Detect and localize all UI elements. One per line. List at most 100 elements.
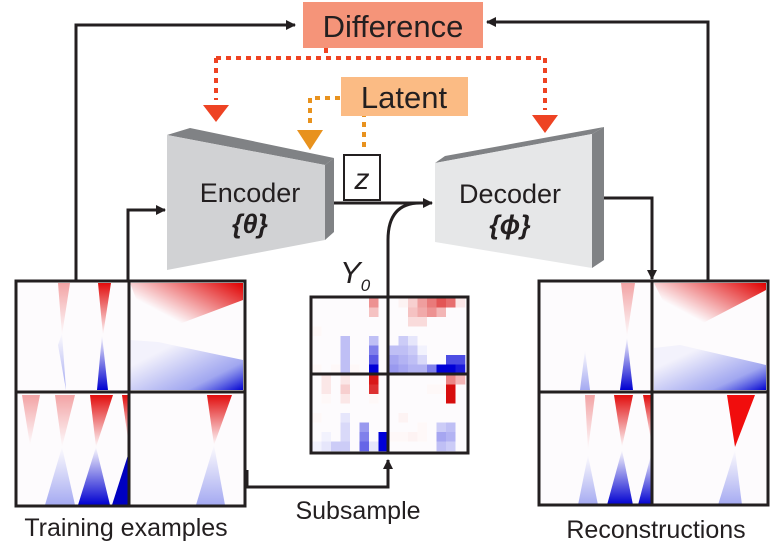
y0-cell [321, 298, 332, 308]
y0-cell [408, 441, 418, 452]
y0-cell [350, 441, 360, 452]
reconstruction-4 [718, 395, 755, 505]
y0-cell [331, 441, 341, 452]
y0-cell [378, 364, 389, 375]
y0-cell [369, 403, 379, 414]
y0-cell [369, 364, 379, 375]
y0-cell [350, 326, 360, 337]
y0-cell [369, 441, 379, 452]
y0-cell [378, 432, 389, 442]
z-box: z [343, 154, 381, 201]
reconstructions-panel: Reconstructions [537, 279, 770, 544]
y0-cell [331, 336, 341, 346]
y0-cell [427, 355, 437, 365]
y0-cell [340, 345, 351, 356]
subsample-label: Subsample [295, 497, 420, 525]
y0-cell [369, 326, 379, 337]
y0-cell [350, 336, 360, 346]
y0-cell [408, 403, 418, 414]
y0-cell [340, 336, 351, 346]
training-example-4 [196, 395, 232, 505]
y0-cell [408, 307, 418, 318]
y0-cell [321, 336, 332, 346]
y0-cell [378, 441, 389, 452]
y0-cell [427, 375, 437, 385]
reconstruction-2 [654, 283, 766, 390]
y0-cell [340, 375, 351, 385]
y0-cell [436, 298, 447, 308]
y0-cell [398, 345, 409, 356]
y0-cell [427, 326, 437, 337]
y0-cell [389, 336, 399, 346]
y0-cell [455, 326, 466, 337]
y0-cell [312, 441, 322, 452]
y0-cell [398, 422, 409, 433]
y0-cell [436, 375, 447, 385]
y0-cell [446, 375, 456, 385]
y0-cell [446, 413, 456, 423]
y0-cell [427, 384, 437, 395]
y0-cell [436, 307, 447, 318]
y0-cell [321, 403, 332, 414]
y0-cell [321, 317, 332, 327]
y0-cell [389, 422, 399, 433]
y0-cell [378, 384, 389, 395]
difference-box: Difference [303, 2, 483, 48]
y0-cell [408, 413, 418, 423]
y0-cell [398, 317, 409, 327]
y0-cell [436, 345, 447, 356]
y0-cell [389, 441, 399, 452]
latent-arrowhead [297, 130, 323, 150]
y0-cell [359, 441, 370, 452]
y0-cell [455, 375, 466, 385]
y0-cell [312, 422, 322, 433]
y0-cell [350, 364, 360, 375]
y0-cell [321, 326, 332, 337]
y0-cell [455, 432, 466, 442]
y0-cell [331, 345, 341, 356]
y0-cell [369, 394, 379, 404]
y0-cell [331, 384, 341, 395]
arrow-training-to-difference [74, 20, 296, 280]
y0-cell [455, 317, 466, 327]
difference-label: Difference [323, 9, 464, 44]
y0-cell [436, 355, 447, 365]
y0-cell [408, 394, 418, 404]
y0-cell [417, 384, 428, 395]
y0-cell [369, 336, 379, 346]
y0-cell [455, 345, 466, 356]
y0-cell [417, 317, 428, 327]
y0-cell [321, 307, 332, 318]
y0-cell [321, 394, 332, 404]
y0-cell [312, 394, 322, 404]
y0-cell [378, 336, 389, 346]
y0-cell [369, 317, 379, 327]
y0-cell [446, 384, 456, 395]
y0-cell [331, 317, 341, 327]
y0-cell [359, 317, 370, 327]
training-examples-panel: Training examples [14, 279, 247, 542]
y0-cell [331, 403, 341, 414]
y0-cell [455, 441, 466, 452]
y0-cell [417, 326, 428, 337]
y0-cell [408, 422, 418, 433]
y0-cell [378, 317, 389, 327]
y0-cell [312, 355, 322, 365]
y0-cell [427, 413, 437, 423]
decoder-face [435, 134, 592, 268]
y0-cell [378, 298, 389, 308]
y0-label: Y0 [340, 255, 371, 295]
y0-cell [417, 403, 428, 414]
y0-cell [350, 298, 360, 308]
arrow-subsample-to-y0 [245, 459, 393, 489]
y0-cell [398, 364, 409, 375]
y0-cell [331, 298, 341, 308]
y0-cell [350, 403, 360, 414]
y0-cell [359, 432, 370, 442]
y0-cell [446, 336, 456, 346]
y0-cell [321, 364, 332, 375]
y0-cell [427, 307, 437, 318]
y0-cell [408, 384, 418, 395]
y0-cell [359, 422, 370, 433]
y0-cell [378, 403, 389, 414]
